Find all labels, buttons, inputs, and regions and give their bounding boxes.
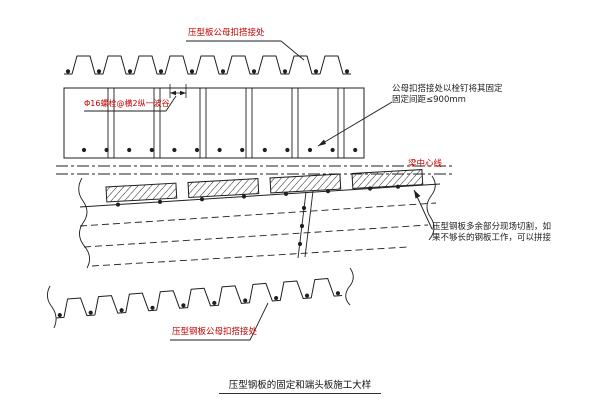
drawing-caption: 压型钢板的固定和端头板施工大样 [218,380,382,394]
fastener-fixing-note-line2: 固定间距≤900mm [392,95,466,106]
beam-centerline-label: 梁中心线 [408,159,443,169]
fastener-fixing-note: 公母扣搭接处以栓钉将其固定 固定间距≤900mm [392,84,544,107]
fastener-fixing-note-line1: 公母扣搭接处以栓钉将其固定 [392,84,503,94]
bottom-lap-joint-label: 压型钢板公母扣搭接处 [172,327,258,337]
bolt-spacing-note: Φ16螺栓@横2纵一波谷 [84,99,170,108]
drawing-caption-wrap: 压型钢板的固定和端头板施工大样 [0,373,600,394]
site-cutting-note: 压型钢板多余部分现场切割，如果不够长的钢板工作，可以拼接 [432,222,552,244]
top-lap-joint-label: 压型板公母扣搭接处 [188,28,265,38]
